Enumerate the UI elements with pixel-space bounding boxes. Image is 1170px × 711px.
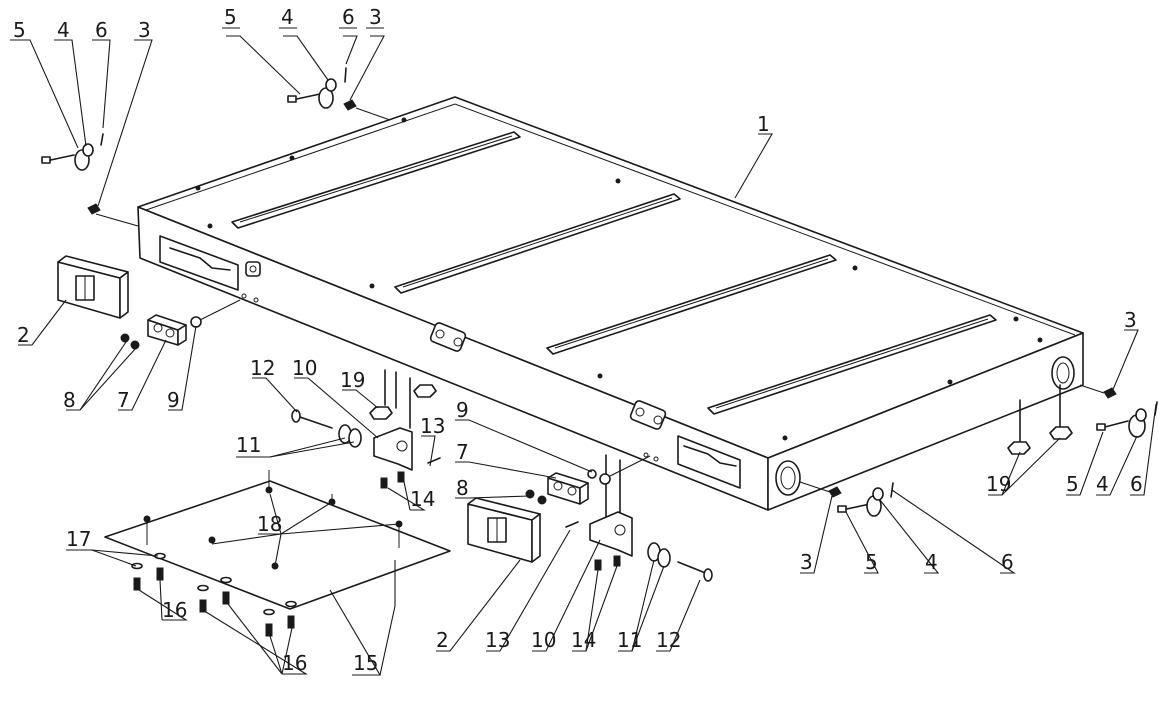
callout-12: 12 <box>656 628 681 652</box>
callout-8: 8 <box>63 388 76 412</box>
shackle-group-top-center <box>287 67 391 121</box>
shackle-group-right <box>1079 384 1158 438</box>
callout-2: 2 <box>17 323 30 347</box>
callout-6: 6 <box>95 18 108 42</box>
callout-labels: 5 4 6 3 5 4 6 3 1 2 8 7 9 12 10 19 11 13… <box>13 5 1143 675</box>
hinge-group-left <box>291 409 441 489</box>
callout-16: 16 <box>162 598 187 622</box>
callout-3: 3 <box>1124 308 1137 332</box>
callout-6: 6 <box>1130 472 1143 496</box>
callout-9: 9 <box>167 388 180 412</box>
callout-13: 13 <box>485 628 510 652</box>
callout-underlines <box>10 27 384 41</box>
callout-16: 16 <box>282 651 307 675</box>
callout-5: 5 <box>224 5 237 29</box>
deck-slots <box>231 131 997 415</box>
callout-2: 2 <box>436 628 449 652</box>
callout-6: 6 <box>1001 550 1014 574</box>
end-cap-right <box>467 497 541 563</box>
callout-3: 3 <box>800 550 813 574</box>
callout-8: 8 <box>456 476 469 500</box>
callout-19: 19 <box>340 368 365 392</box>
end-cap-left <box>57 255 129 319</box>
underside-mounts <box>369 369 1073 521</box>
callout-7: 7 <box>456 440 469 464</box>
callout-18: 18 <box>257 512 282 536</box>
platform-body <box>137 96 1084 511</box>
callout-3: 3 <box>138 18 151 42</box>
callout-14: 14 <box>571 628 596 652</box>
block-group-right <box>525 455 651 505</box>
callout-5: 5 <box>13 18 26 42</box>
callout-4: 4 <box>1096 472 1109 496</box>
front-face-details <box>159 235 1075 496</box>
callout-5: 5 <box>865 550 878 574</box>
callout-14: 14 <box>410 487 435 511</box>
bottom-plate <box>104 470 451 637</box>
hinge-group-right <box>565 511 713 582</box>
callout-17: 17 <box>66 527 91 551</box>
callout-13: 13 <box>420 414 445 438</box>
callout-4: 4 <box>281 5 294 29</box>
callout-4: 4 <box>925 550 938 574</box>
leader-lines <box>16 35 1157 676</box>
callout-10: 10 <box>292 356 317 380</box>
callout-11: 11 <box>236 433 261 457</box>
callout-15: 15 <box>353 651 378 675</box>
callout-10: 10 <box>531 628 556 652</box>
callout-11: 11 <box>617 628 642 652</box>
shackle-group-top-left <box>41 133 139 227</box>
shackle-group-bottom-right <box>799 481 894 517</box>
callout-9: 9 <box>456 398 469 422</box>
callout-7: 7 <box>117 388 130 412</box>
callout-1: 1 <box>757 112 770 136</box>
callout-12: 12 <box>250 356 275 380</box>
block-group-left <box>120 299 241 350</box>
callout-19: 19 <box>986 472 1011 496</box>
callout-6: 6 <box>342 5 355 29</box>
callout-3: 3 <box>369 5 382 29</box>
callout-4: 4 <box>57 18 70 42</box>
callout-5: 5 <box>1066 472 1079 496</box>
